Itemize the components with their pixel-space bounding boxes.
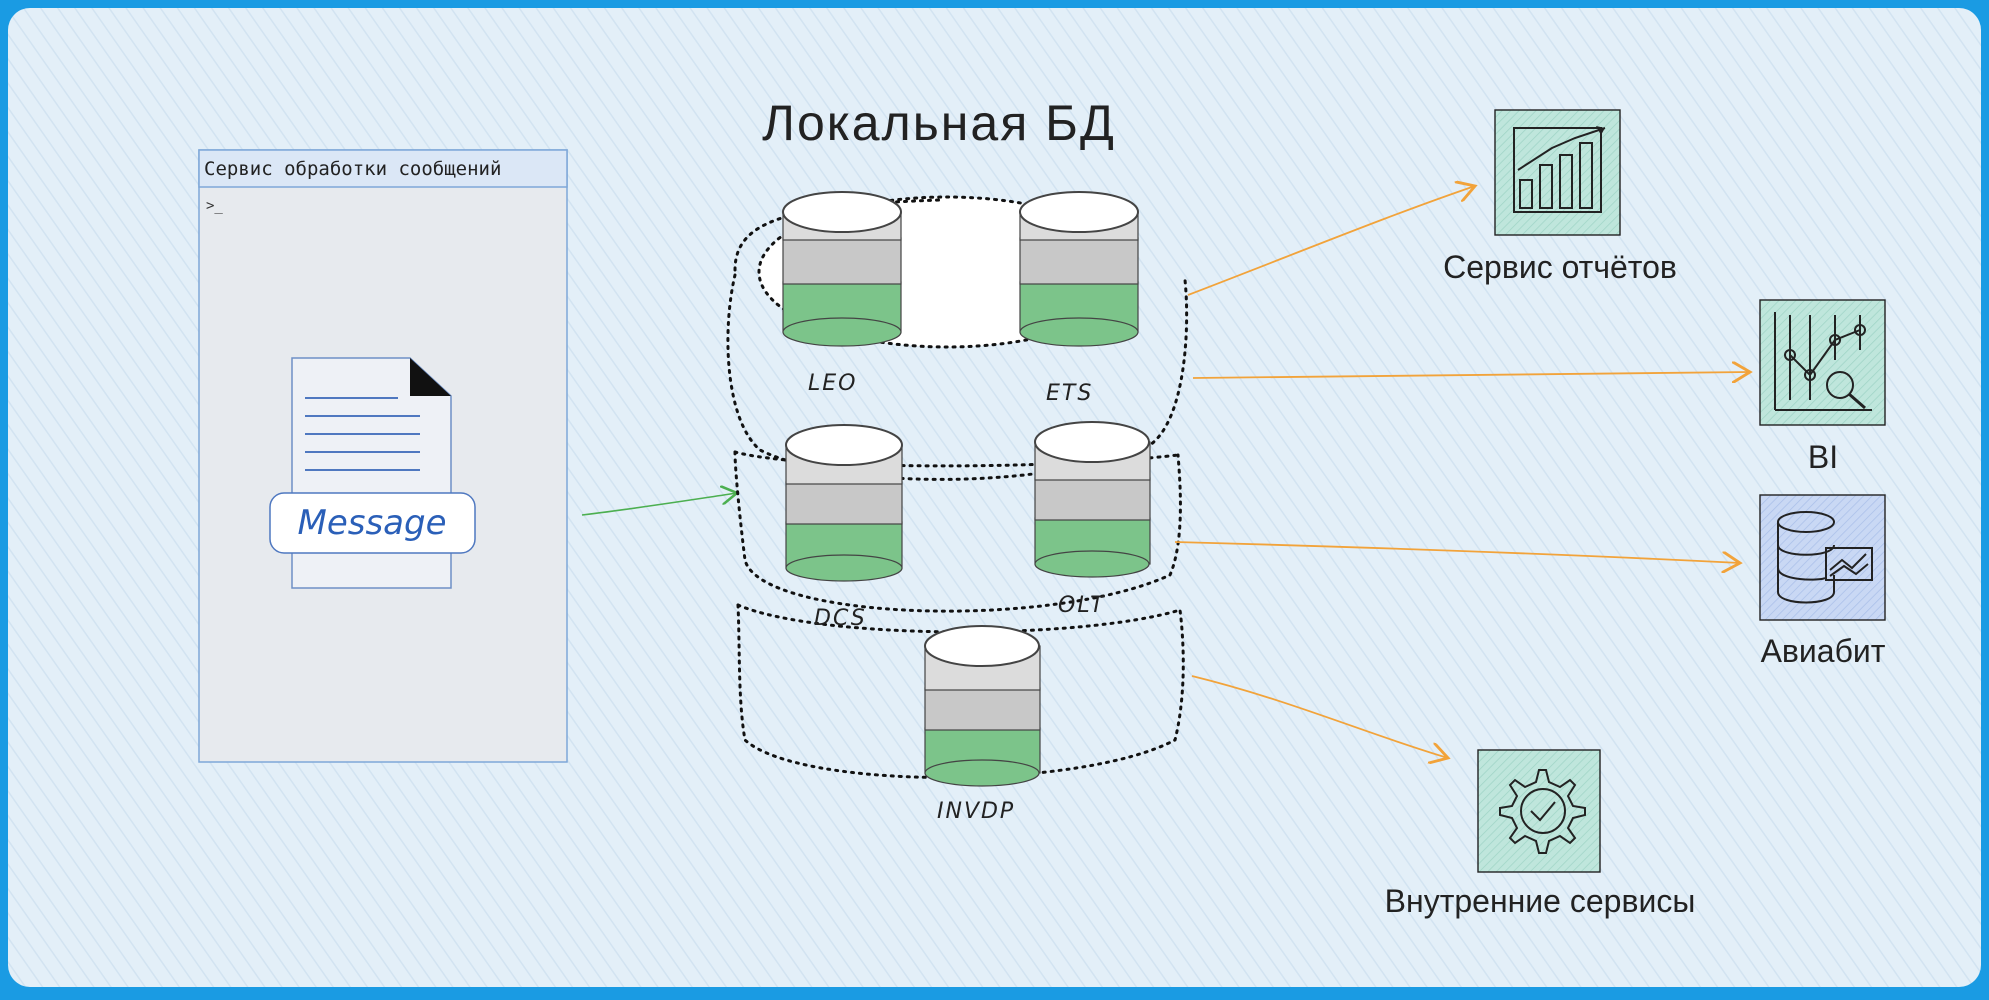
terminal-prompt: >_ <box>206 198 223 214</box>
db-label-ets: ETS <box>1046 381 1093 406</box>
internal-label: Внутренние сервисы <box>1385 883 1696 919</box>
reports-label: Сервис отчётов <box>1443 249 1677 285</box>
db-olt <box>1034 421 1151 578</box>
db-leo <box>782 191 902 347</box>
analytics-magnifier-icon <box>1759 299 1886 426</box>
message-service-window: Сервис обработки сообщений >_ Message <box>198 149 568 763</box>
inbound-arrow <box>581 493 737 516</box>
diagram-title: Локальная БД <box>762 95 1116 151</box>
db-label-olt: OLT <box>1058 593 1106 618</box>
arrow-to-reports <box>1187 186 1475 296</box>
db-invdp <box>924 625 1041 787</box>
document-icon: Message <box>269 357 476 589</box>
db-label-invdp: INVDP <box>937 799 1015 824</box>
database-chart-icon <box>1759 494 1886 621</box>
db-label-dcs: DCS <box>814 606 867 631</box>
arrow-to-bi <box>1192 372 1750 378</box>
bi-service: BI <box>1759 299 1886 475</box>
aviabit-label: Авиабит <box>1761 633 1886 669</box>
outbound-arrows <box>1174 186 1750 758</box>
reports-service: Сервис отчётов <box>1443 109 1677 285</box>
internal-service: Внутренние сервисы <box>1385 749 1696 919</box>
database-cylinders <box>782 191 1151 787</box>
arrow-to-aviabit <box>1174 541 1740 563</box>
db-label-leo: LEO <box>808 371 857 396</box>
aviabit-service: Авиабит <box>1759 494 1886 669</box>
bi-label: BI <box>1808 439 1838 475</box>
message-service-title: Сервис обработки сообщений <box>204 158 501 180</box>
db-dcs <box>785 424 903 582</box>
message-label: Message <box>297 503 446 543</box>
db-ets <box>1019 191 1139 347</box>
arrow-to-internal <box>1191 675 1448 758</box>
